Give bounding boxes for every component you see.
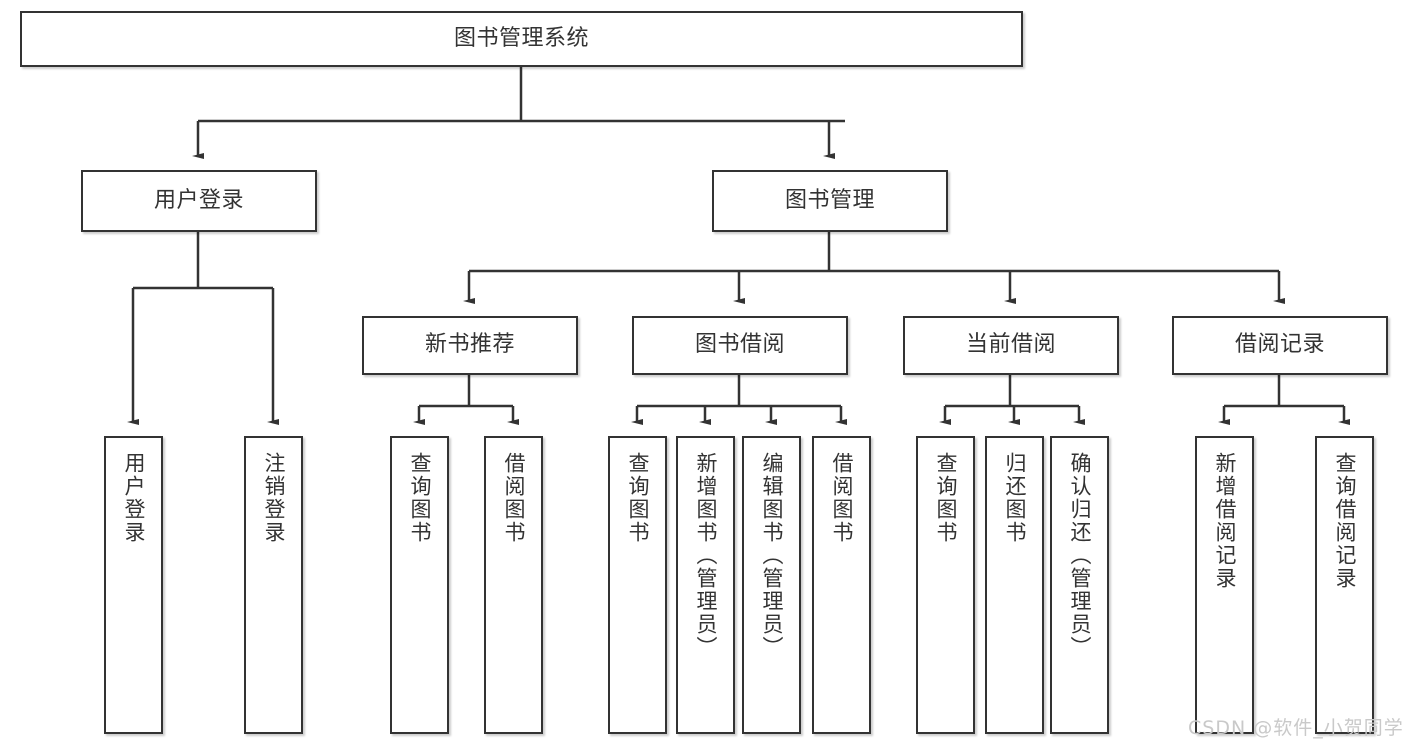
node-label: 用户登录 — [122, 452, 146, 544]
node-leaf-add-record[interactable]: 新增借阅记录 — [1195, 436, 1254, 734]
edges-currentborrow-to-leaves — [939, 375, 1085, 425]
node-leaf-borrow-book-1[interactable]: 借阅图书 — [484, 436, 543, 734]
node-leaf-borrow-book-2[interactable]: 借阅图书 — [812, 436, 871, 734]
node-book-management[interactable]: 图书管理 — [712, 170, 948, 232]
node-label: 新书推荐 — [424, 332, 515, 358]
node-user-login[interactable]: 用户登录 — [81, 170, 317, 232]
node-label: 查询图书 — [934, 452, 958, 544]
edges-bookborrow-to-leaves — [631, 375, 847, 425]
edges-userlogin-to-leaves — [127, 232, 279, 425]
node-borrow-record[interactable]: 借阅记录 — [1172, 316, 1388, 375]
node-leaf-confirm-return[interactable]: 确认归还（管理员） — [1050, 436, 1109, 734]
node-leaf-query-book-1[interactable]: 查询图书 — [390, 436, 449, 734]
csdn-watermark: CSDN @软件_小贺同学 — [1188, 717, 1404, 739]
edges-bookmgmt-to-level2 — [463, 232, 1285, 304]
node-label: 用户登录 — [153, 187, 244, 213]
node-label: 确认归还（管理员） — [1068, 452, 1092, 659]
node-leaf-add-book[interactable]: 新增图书（管理员） — [676, 436, 735, 734]
node-leaf-user-login[interactable]: 用户登录 — [104, 436, 163, 734]
node-leaf-query-record[interactable]: 查询借阅记录 — [1315, 436, 1374, 734]
node-label: 查询图书 — [626, 452, 650, 544]
node-label: 新增图书（管理员） — [694, 452, 718, 659]
edges-borrowrecord-to-leaves — [1218, 375, 1350, 425]
node-root-system[interactable]: 图书管理系统 — [20, 11, 1023, 67]
node-label: 归还图书 — [1003, 452, 1027, 544]
node-label: 借阅图书 — [502, 452, 526, 544]
node-leaf-edit-book[interactable]: 编辑图书（管理员） — [742, 436, 801, 734]
node-label: 查询借阅记录 — [1333, 452, 1357, 590]
edges-newbook-to-leaves — [413, 375, 519, 425]
node-label: 图书借阅 — [694, 332, 785, 358]
node-label: 注销登录 — [262, 452, 286, 544]
node-label: 查询图书 — [408, 452, 432, 544]
node-label: 借阅记录 — [1234, 332, 1325, 358]
node-label: 当前借阅 — [965, 332, 1056, 358]
node-new-book-recommend[interactable]: 新书推荐 — [362, 316, 578, 375]
node-label: 借阅图书 — [830, 452, 854, 544]
node-current-borrow[interactable]: 当前借阅 — [903, 316, 1119, 375]
node-label: 图书管理 — [784, 187, 875, 213]
node-book-borrow[interactable]: 图书借阅 — [632, 316, 848, 375]
node-leaf-query-book-3[interactable]: 查询图书 — [916, 436, 975, 734]
node-leaf-return-book[interactable]: 归还图书 — [985, 436, 1044, 734]
node-label: 编辑图书（管理员） — [760, 452, 784, 659]
edges-root-to-level1 — [192, 67, 845, 159]
node-leaf-query-book-2[interactable]: 查询图书 — [608, 436, 667, 734]
node-label: 图书管理系统 — [453, 25, 589, 51]
node-label: 新增借阅记录 — [1213, 452, 1237, 590]
node-leaf-logout-login[interactable]: 注销登录 — [244, 436, 303, 734]
